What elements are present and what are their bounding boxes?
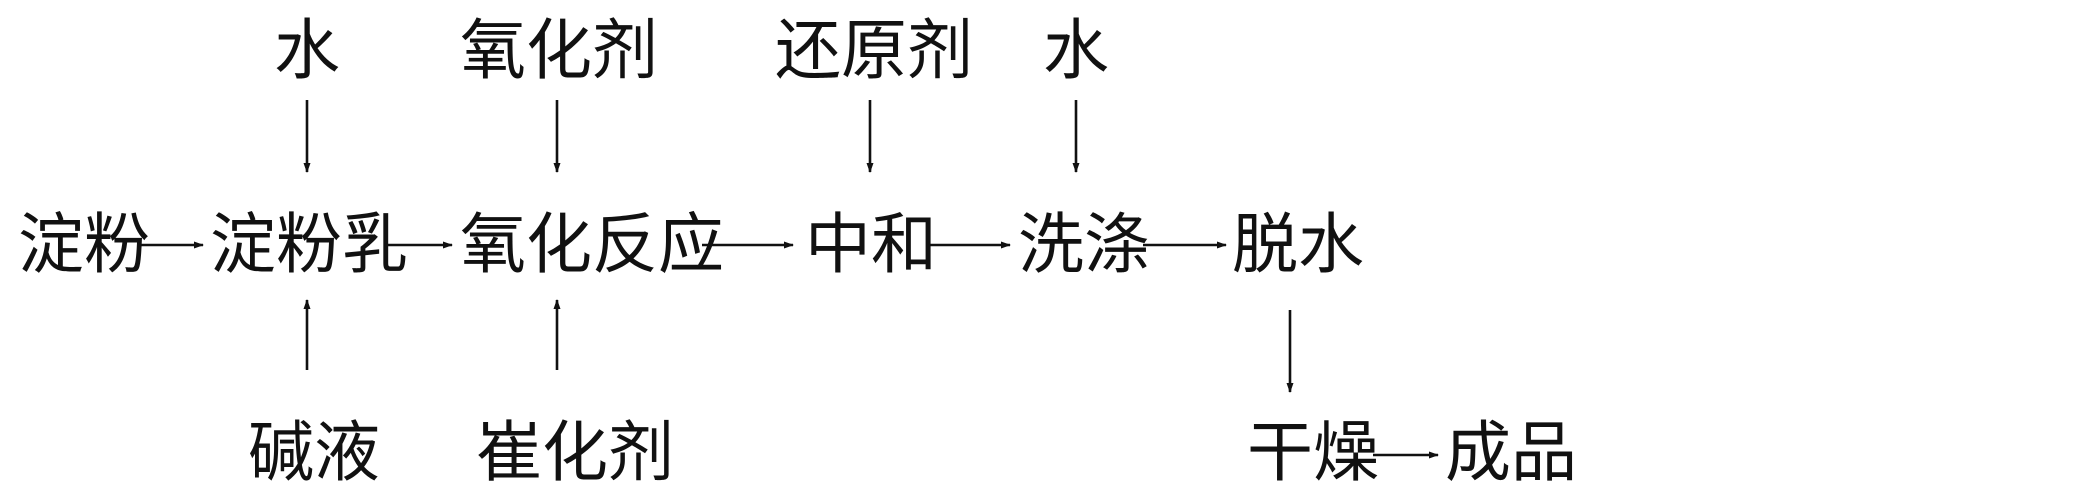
input-alkali-label: 碱液 [248,414,380,491]
input-water-label: 水 [274,12,340,89]
input-water-2-label: 水 [1043,12,1109,89]
node-dehydration: 脱水 [1232,206,1364,283]
node-oxidation-reaction: 氧化反应 [460,206,724,283]
input-reducing-agent-label: 还原剂 [775,12,973,89]
node-starch: 淀粉 [18,206,150,283]
node-drying: 干燥 [1247,414,1379,491]
input-catalyst-label: 崔化剂 [476,414,674,491]
node-starch-milk: 淀粉乳 [210,206,408,283]
input-oxidant-label: 氧化剂 [460,12,658,89]
node-washing: 洗涤 [1018,206,1150,283]
node-product: 成品 [1445,414,1577,491]
node-neutralization: 中和 [805,206,937,283]
